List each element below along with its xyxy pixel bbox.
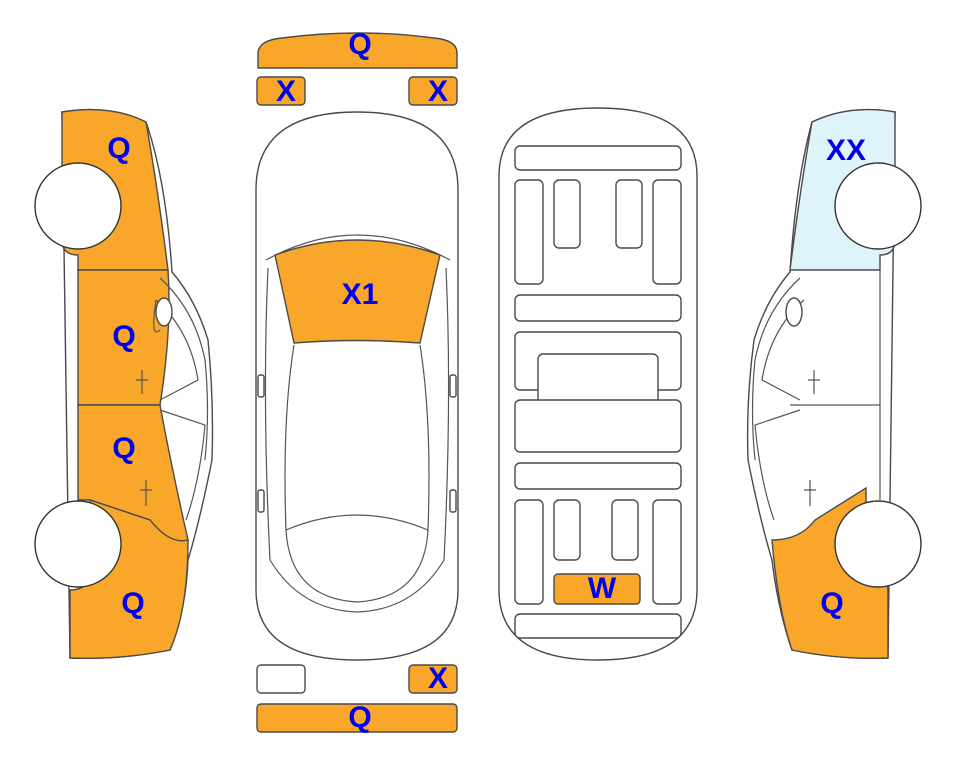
rear-bumper-part <box>256 703 458 733</box>
hood-code: X1 <box>342 278 379 311</box>
top-view: X1 <box>255 111 459 661</box>
hood-part <box>274 239 441 344</box>
right-side-view: XX Q <box>746 108 922 660</box>
left-front-wheel <box>34 162 122 250</box>
rear-right-light-part <box>408 664 458 694</box>
underbody-rear-code: W <box>588 572 617 605</box>
left-side-view: Q Q Q Q <box>34 108 214 660</box>
left-rear-door-code: Q <box>112 432 135 465</box>
front-right-light-part <box>408 76 458 106</box>
underbody-rear-part <box>553 573 641 605</box>
rear-bumper-code: Q <box>348 701 371 734</box>
left-rear-wheel <box>34 500 122 588</box>
left-front-fender-code: Q <box>107 132 130 165</box>
rear-left-light-part <box>256 664 306 694</box>
front-bumper-code: Q <box>348 28 371 61</box>
underbody-view: W <box>498 107 698 661</box>
left-rear-quarter-code: Q <box>121 587 144 620</box>
front-left-light-code: X <box>276 75 296 108</box>
front-left-light-part <box>256 76 306 106</box>
left-front-door-code: Q <box>112 320 135 353</box>
right-rear-quarter-code: Q <box>820 587 843 620</box>
front-bumper-part <box>257 32 458 69</box>
right-rear-wheel <box>834 500 922 588</box>
front-right-light-code: X <box>428 75 448 108</box>
right-front-fender-code: XX <box>826 134 866 167</box>
rear-right-light-code: X <box>428 662 448 695</box>
right-front-wheel <box>834 162 922 250</box>
